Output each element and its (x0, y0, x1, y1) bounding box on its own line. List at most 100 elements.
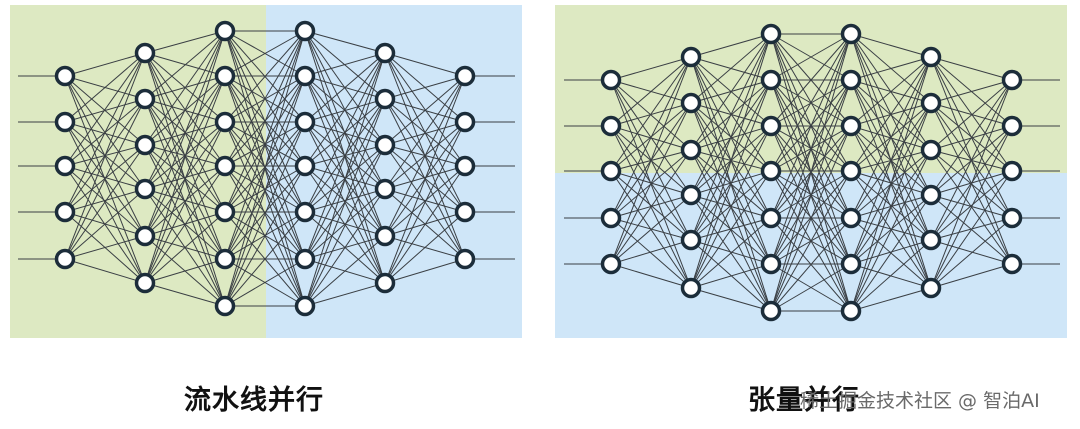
edge (384, 52, 466, 77)
tensor-parallel-network (555, 5, 1067, 338)
edge (850, 33, 932, 58)
neuron-node (374, 42, 396, 64)
edge (224, 165, 306, 213)
neuron-node (760, 300, 782, 322)
edge (850, 56, 932, 265)
edge (690, 33, 772, 151)
edge (384, 165, 466, 190)
edge (930, 79, 1013, 196)
edge (770, 170, 852, 312)
neuron-node (600, 207, 622, 229)
neuron-node (134, 225, 156, 247)
neuron-node (294, 155, 316, 177)
edges (564, 33, 1060, 312)
neuron-node (214, 295, 236, 317)
neuron-node (294, 248, 316, 270)
edge (304, 144, 386, 307)
watermark: 稀土掘金技术社区 @ 智泊AI (800, 390, 1040, 412)
edge (64, 52, 146, 213)
edge (384, 75, 466, 237)
edge (610, 56, 692, 265)
neuron-node (294, 20, 316, 42)
neuron-node (134, 178, 156, 200)
edge (64, 98, 146, 123)
neuron-node (680, 229, 702, 251)
neuron-node (920, 92, 942, 114)
edge (64, 144, 146, 260)
edge (690, 217, 772, 289)
neuron-node (920, 46, 942, 68)
edge (64, 98, 146, 260)
edge (144, 211, 226, 284)
edge (304, 282, 386, 307)
neuron-node (600, 253, 622, 275)
neuron-node (214, 201, 236, 223)
neuron-node (840, 69, 862, 91)
neuron-node (454, 155, 476, 177)
edge (850, 239, 932, 265)
neuron-node (680, 277, 702, 299)
neuron-node (600, 69, 622, 91)
edge (930, 217, 1013, 289)
edge (770, 33, 852, 312)
edge (930, 125, 1013, 289)
edge (64, 188, 146, 260)
edge (690, 170, 772, 289)
edge (770, 33, 852, 265)
edge (224, 30, 306, 213)
edge (384, 165, 466, 284)
edge (64, 235, 146, 260)
edge (850, 287, 932, 312)
edge (224, 75, 306, 307)
neuron-node (54, 65, 76, 87)
neuron-node (760, 207, 782, 229)
edge (610, 102, 692, 265)
edge (930, 170, 1013, 241)
edge (384, 75, 466, 100)
edge (224, 165, 306, 260)
neuron-node (134, 88, 156, 110)
neuron-node (1001, 69, 1023, 91)
edge (304, 30, 386, 54)
neuron-node (134, 272, 156, 294)
neuron-node (454, 111, 476, 133)
edge (224, 165, 306, 307)
edge (224, 30, 306, 260)
edge (850, 56, 932, 172)
neuron-node (840, 300, 862, 322)
edge (64, 52, 146, 260)
edge (690, 263, 772, 289)
edge (384, 121, 466, 284)
edge (384, 165, 466, 237)
edge (304, 235, 386, 307)
neuron-node (294, 295, 316, 317)
neuron-node (134, 134, 156, 156)
edge (144, 165, 226, 284)
neuron-node (294, 65, 316, 87)
neuron-node (760, 115, 782, 137)
edge (304, 52, 386, 213)
edge (690, 33, 772, 241)
neuron-node (374, 134, 396, 156)
edge (770, 263, 852, 312)
neuron-node (54, 201, 76, 223)
neuron-node (840, 253, 862, 275)
edge (930, 79, 1013, 289)
edge (610, 194, 692, 265)
neuron-node (374, 225, 396, 247)
nodes (600, 23, 1023, 322)
edge (690, 33, 772, 289)
edge (690, 149, 772, 312)
neuron-node (294, 201, 316, 223)
neuron-node (840, 115, 862, 137)
edge (144, 121, 226, 284)
edge (690, 239, 772, 265)
neuron-node (680, 184, 702, 206)
neuron-node (1001, 115, 1023, 137)
edge (304, 165, 386, 190)
neuron-node (600, 160, 622, 182)
neuron-node (680, 139, 702, 161)
neuron-node (214, 248, 236, 270)
edge (850, 56, 932, 312)
